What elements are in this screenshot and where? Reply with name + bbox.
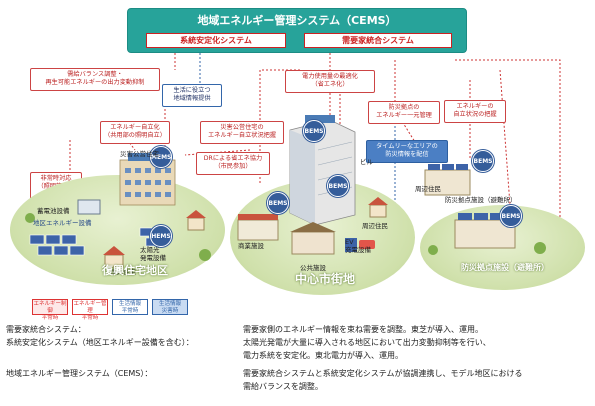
callout-self-reliance: エネルギー自立化 （共用部の照明自立） (100, 121, 170, 144)
desc-term-2: 系統安定化システム（地区エネルギー設備を含む）： (6, 338, 194, 347)
callout-dr: DRによる省エネ協力 （市民参加） (196, 152, 270, 175)
callout-life-info: 生活に役立つ 地域情報提供 (162, 84, 222, 107)
commercial-building (237, 214, 279, 241)
label-building: ビル (360, 158, 373, 166)
cems-title: 地域エネルギー管理システム（CEMS） (197, 14, 397, 27)
label-solar: 太陽光 発電設備 (140, 246, 166, 263)
label-public: 公共施設 (300, 264, 326, 272)
desc-text-1: 需要家側のエネルギー情報を束ね需要を調整。東芝が導入、運用。 (243, 325, 483, 334)
hems-badge: HEMS (150, 225, 172, 247)
desc-term-4: 地域エネルギー管理システム（CEMS）： (6, 369, 153, 378)
evacuation-building-1 (424, 164, 471, 196)
area-label-center: 中心市街地 (294, 272, 355, 286)
callout-disaster-housing: 災害公営住宅の エネルギー自立状況把握 (200, 121, 284, 144)
bems-badge-bousai-1: BEMS (472, 150, 494, 172)
bems-badge-building: BEMS (303, 120, 325, 142)
office-building (289, 115, 356, 226)
callout-bousai-mgmt: 防災拠点の エネルギー一元管理 (368, 101, 440, 124)
bems-badge-center-2: BEMS (327, 175, 349, 197)
legend-control-normal: エネルギー制御 平常時 (32, 299, 68, 321)
desc-text-5: 需給バランスを調整。 (243, 382, 323, 391)
callout-balance: 需給バランス調整・ 再生可能エネルギーの出力変動抑制 (30, 68, 160, 91)
cems-header: 地域エネルギー管理システム（CEMS） 系統安定化システム 需要家統合システム (127, 8, 467, 53)
legend-info-disaster: 生活情報 災害時 (152, 299, 188, 315)
area-label-bousai: 防災拠点施設（避難所） (461, 263, 549, 272)
mems-badge: MEMS (150, 146, 172, 168)
area-label-fukko: 復興住宅地区 (102, 264, 168, 277)
callout-power-opt: 電力使用量の最適化 （省エネ化） (285, 70, 375, 93)
label-battery: 蓄電池設備 (37, 207, 70, 215)
label-fukko-resident: 復興住宅 (110, 268, 136, 276)
desc-text-3: 電力系統を安定化。東北電力が導入、運用。 (243, 351, 403, 360)
bems-badge-bousai-2: BEMS (500, 205, 522, 227)
legend-info-normal: 生活情報 平常時 (112, 299, 148, 315)
sub-system-right: 需要家統合システム (304, 33, 452, 48)
legend-manage-normal: エネルギー管理 平常時 (72, 299, 108, 321)
label-saigai-koei: 災害公営住宅 (120, 150, 159, 158)
callout-self-status: エネルギーの 自立状況の把握 (444, 100, 506, 123)
desc-term-1: 需要家統合システム： (6, 325, 86, 334)
label-ev: EV 充電設備 (345, 238, 371, 255)
label-area-energy: 地区エネルギー設備 (33, 219, 92, 227)
desc-text-4: 需要家統合システムと系統安定化システムが協調連携し、モデル地区における (243, 369, 523, 378)
label-commercial: 商業施設 (238, 242, 264, 250)
bems-badge-commercial: BEMS (267, 192, 289, 214)
label-bousai-base: 防災拠点施設（避難所） (445, 196, 517, 204)
label-resident-center: 周辺住民 (362, 222, 388, 230)
callout-timely-info: タイムリーなエリアの 防災情報を配信 (366, 140, 448, 163)
sub-system-left: 系統安定化システム (146, 33, 286, 48)
label-resident-bousai: 周辺住民 (415, 185, 441, 193)
public-building (290, 222, 336, 255)
desc-text-2: 太陽光発電が大量に導入される地区において出力変動抑制等を行い、 (243, 338, 491, 347)
